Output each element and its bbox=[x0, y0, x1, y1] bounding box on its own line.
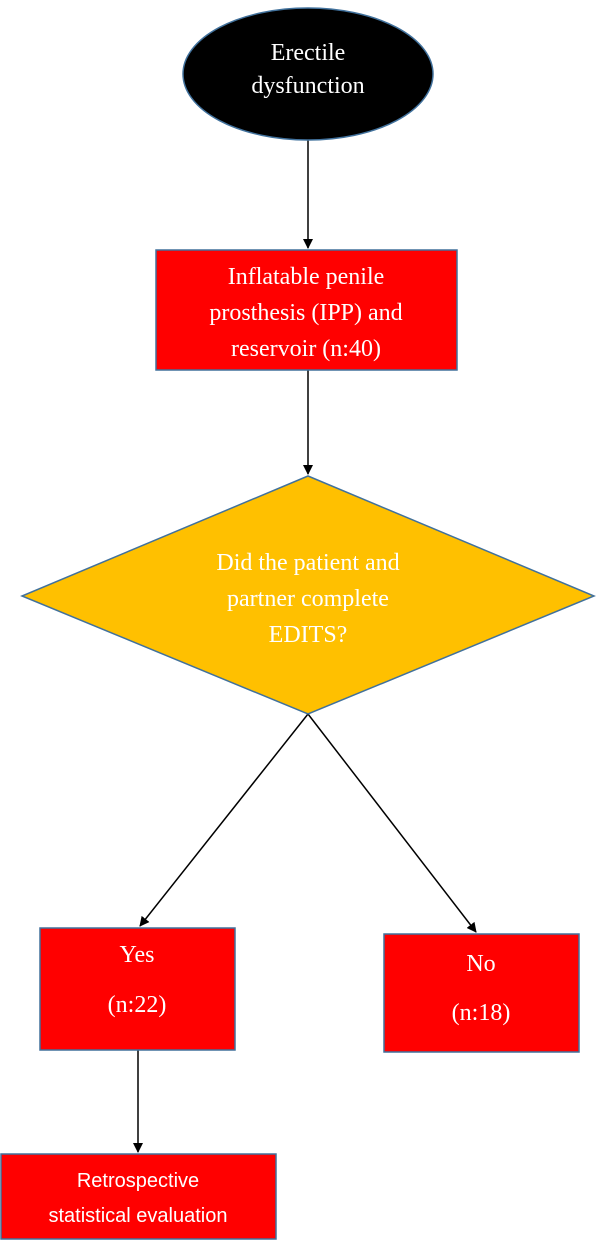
node-ipp: Inflatable penile prosthesis (IPP) and r… bbox=[155, 249, 458, 371]
evaluation-label-line-1: Retrospective bbox=[77, 1170, 199, 1192]
evaluation-label-line-2: statistical evaluation bbox=[49, 1205, 228, 1227]
decision-label-line-3: EDITS? bbox=[269, 622, 348, 648]
ipp-label-line-3: reservoir (n:40) bbox=[231, 336, 381, 362]
edge-decision-to-yes bbox=[139, 713, 309, 927]
no-label: No bbox=[466, 951, 495, 977]
node-evaluation: Retrospective statistical evaluation bbox=[0, 1153, 277, 1240]
ipp-label-line-1: Inflatable penile bbox=[228, 264, 385, 290]
ipp-box bbox=[155, 249, 458, 371]
decision-diamond bbox=[20, 475, 596, 715]
edge-decision-to-no bbox=[307, 713, 477, 933]
start-label-line-2: dysfunction bbox=[251, 73, 364, 99]
no-box bbox=[383, 933, 580, 1053]
yes-count: (n:22) bbox=[108, 992, 167, 1018]
node-start: Erectile dysfunction bbox=[182, 7, 434, 141]
start-ellipse bbox=[182, 7, 434, 141]
yes-label: Yes bbox=[120, 942, 155, 968]
start-label-line-1: Erectile bbox=[271, 40, 346, 66]
no-count: (n:18) bbox=[452, 1000, 511, 1026]
edges bbox=[133, 140, 477, 1153]
ipp-label-line-2: prosthesis (IPP) and bbox=[209, 300, 402, 326]
node-decision: Did the patient and partner complete EDI… bbox=[20, 475, 596, 715]
decision-label-line-1: Did the patient and bbox=[216, 550, 399, 576]
yes-box bbox=[39, 927, 236, 1051]
node-yes: Yes (n:22) bbox=[39, 927, 236, 1051]
decision-label-line-2: partner complete bbox=[227, 586, 389, 612]
evaluation-box bbox=[0, 1153, 277, 1240]
node-no: No (n:18) bbox=[383, 933, 580, 1053]
